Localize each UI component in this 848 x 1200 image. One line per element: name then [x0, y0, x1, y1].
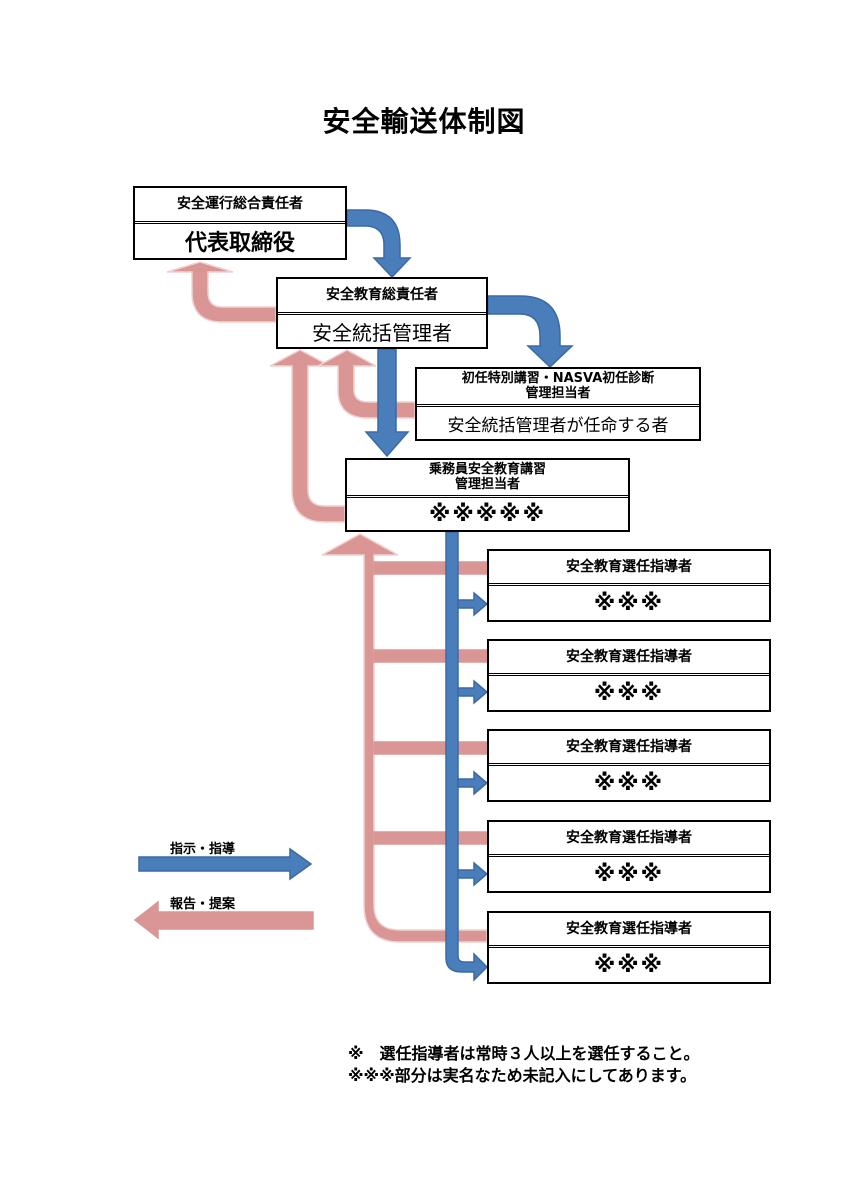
report-branch-arrow — [373, 561, 488, 575]
instruction-branch-arrow — [457, 770, 489, 796]
name-label: ※※※※※ — [429, 501, 546, 527]
report-arrow-crew-to-chief — [269, 349, 346, 523]
report-arrow-initial-to-chief — [317, 349, 416, 419]
legend-instruction-label: 指示・指導 — [170, 842, 236, 857]
instruction-branch-arrow — [457, 861, 489, 887]
name-label: ※※※ — [593, 952, 665, 978]
report-arrow-instructors-trunk — [321, 533, 488, 943]
box-safety-instructor: 安全教育選任指導者 ※※※ — [487, 729, 771, 802]
box-safety-operation-manager: 安全運行総合責任者 代表取締役 — [133, 186, 347, 260]
box-initial-training-manager: 初任特別講習・NASVA初任診断 管理担当者 安全統括管理者が任命する者 — [415, 367, 701, 441]
instruction-branch-arrow — [457, 591, 489, 617]
instruction-arrow-chief-to-initial — [487, 295, 574, 369]
legend-report-label: 報告・提案 — [170, 897, 236, 912]
legend-instruction-arrow — [138, 847, 313, 881]
role-label: 乗務員安全教育講習 管理担当者 — [347, 460, 628, 498]
name-label: ※※※ — [593, 680, 665, 706]
report-branch-arrow — [373, 649, 488, 663]
name-label: ※※※ — [593, 590, 665, 616]
box-education-chief: 安全教育総責任者 安全統括管理者 — [276, 277, 488, 349]
report-branch-arrow — [373, 831, 488, 845]
role-line-1: 初任特別講習・NASVA初任診断 — [461, 370, 655, 386]
role-label: 安全教育選任指導者 — [489, 731, 769, 766]
box-safety-instructor: 安全教育選任指導者 ※※※ — [487, 639, 771, 712]
name-label: 安全統括管理者 — [312, 320, 452, 345]
instruction-branch-arrow — [457, 679, 489, 705]
report-branch-arrow — [373, 741, 488, 755]
role-line-1: 乗務員安全教育講習 — [428, 461, 546, 477]
role-label: 安全教育選任指導者 — [489, 551, 769, 586]
role-label: 安全運行総合責任者 — [135, 188, 345, 224]
role-label: 安全教育選任指導者 — [489, 913, 769, 948]
name-label: ※※※ — [593, 861, 665, 887]
report-arrow-to-top — [166, 261, 277, 323]
name-label: 安全統括管理者が任命する者 — [447, 415, 669, 436]
role-label: 安全教育選任指導者 — [489, 822, 769, 857]
name-label: 代表取締役 — [184, 231, 295, 256]
box-safety-instructor: 安全教育選任指導者 ※※※ — [487, 820, 771, 893]
box-safety-instructor: 安全教育選任指導者 ※※※ — [487, 549, 771, 622]
page-title: 安全輸送体制図 — [322, 105, 526, 138]
box-safety-instructor: 安全教育選任指導者 ※※※ — [487, 911, 771, 984]
instruction-arrow-trunk — [445, 531, 489, 982]
instruction-arrow-chief-to-crew — [364, 348, 410, 458]
role-line-2: 管理担当者 — [525, 385, 591, 401]
note-line-1: ※ 選任指導者は常時３人以上を選任すること。 — [348, 1044, 700, 1063]
legend-report-arrow — [133, 900, 314, 940]
role-label: 初任特別講習・NASVA初任診断 管理担当者 — [417, 369, 699, 407]
name-label: ※※※ — [593, 770, 665, 796]
note-line-2: ※※※部分は実名なため未記入にしてあります。 — [348, 1066, 697, 1085]
role-label: 安全教育総責任者 — [278, 279, 486, 315]
role-label: 安全教育選任指導者 — [489, 641, 769, 676]
instruction-arrow-top-to-chief — [346, 209, 412, 279]
box-crew-training-manager: 乗務員安全教育講習 管理担当者 ※※※※※ — [345, 458, 630, 532]
role-line-2: 管理担当者 — [454, 476, 520, 492]
